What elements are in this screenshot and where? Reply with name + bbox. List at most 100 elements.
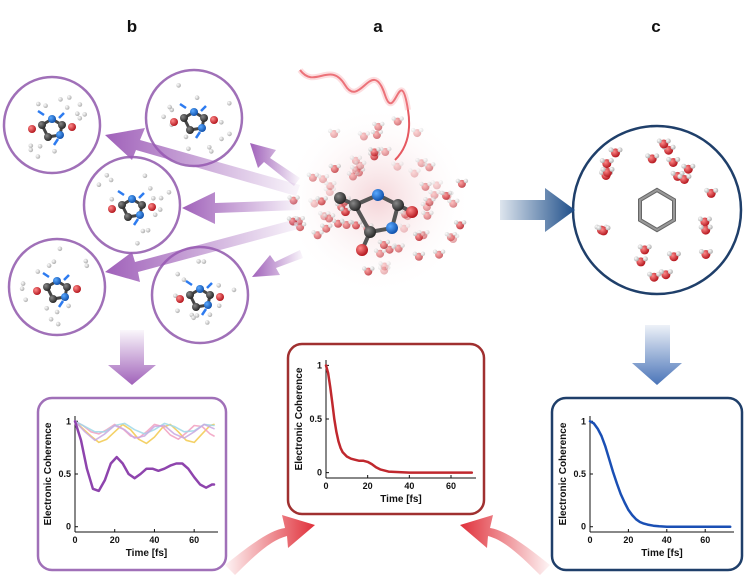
x-tick-label: 20 xyxy=(363,481,373,491)
snapshot-circle-1 xyxy=(2,75,102,175)
water-molecule xyxy=(327,128,341,138)
y-axis-title: Electronic Coherence xyxy=(558,422,569,525)
snapshot-molecule-1 xyxy=(28,95,87,159)
water-molecule xyxy=(323,186,336,196)
x-tick-label: 0 xyxy=(323,481,328,491)
water-molecule xyxy=(322,213,336,223)
x-tick-label: 60 xyxy=(700,535,710,545)
water-molecule xyxy=(320,223,333,233)
arrow-to-snapshot-1 xyxy=(105,128,300,196)
water-molecule xyxy=(698,249,713,259)
water-molecule xyxy=(599,158,614,169)
red-arrow-right xyxy=(460,515,550,575)
water-molecule xyxy=(419,181,432,191)
water-molecule xyxy=(423,197,436,207)
arrow-to-snapshot-4 xyxy=(105,218,302,282)
water-molecule xyxy=(378,265,391,275)
benzene-circle xyxy=(571,124,743,296)
water-molecule xyxy=(666,251,681,262)
water-molecule xyxy=(316,174,330,184)
water-molecule xyxy=(391,161,404,171)
y-tick-label: 1 xyxy=(66,416,71,426)
water-molecule xyxy=(698,224,713,235)
y-tick-label: 0 xyxy=(66,522,71,532)
laser-pulse-wave xyxy=(299,69,411,161)
red-arrow-left xyxy=(225,515,315,575)
water-molecule xyxy=(446,233,460,243)
solvated-molecule-cluster xyxy=(283,67,473,295)
water-molecule xyxy=(370,129,384,139)
water-molecule xyxy=(340,219,353,229)
snapshot-circle-3 xyxy=(82,155,182,255)
water-molecule xyxy=(391,116,404,126)
y-tick-label: 0 xyxy=(317,468,322,478)
arrow-to-snapshot-5 xyxy=(252,250,303,277)
snapshot-molecule-2 xyxy=(161,83,232,154)
snapshot-molecule-5 xyxy=(173,259,237,325)
series-line-5 xyxy=(74,420,215,442)
x-tick-label: 20 xyxy=(110,535,120,545)
water-molecule xyxy=(600,166,615,177)
water-molecule xyxy=(428,189,441,200)
x-tick-label: 20 xyxy=(623,535,633,545)
y-axis-title: Electronic Coherence xyxy=(43,422,54,525)
snapshot-circle-4 xyxy=(7,237,107,337)
water-molecule xyxy=(432,249,446,259)
arrow-down-b xyxy=(108,330,156,385)
snapshot-molecule-4 xyxy=(19,246,90,327)
water-molecule xyxy=(377,239,391,249)
water-molecule xyxy=(315,196,328,206)
water-molecule xyxy=(357,131,371,141)
water-molecule xyxy=(408,168,421,178)
water-molecule xyxy=(637,244,652,255)
water-molecule xyxy=(704,187,719,198)
water-molecule xyxy=(423,162,436,172)
water-molecule xyxy=(430,180,444,190)
water-molecule xyxy=(331,218,345,228)
panel-label-c: c xyxy=(651,17,660,36)
arrow-to-benzene xyxy=(500,188,575,232)
snapshot-molecules xyxy=(19,83,237,327)
water-molecule xyxy=(397,223,411,233)
y-tick-label: 0.5 xyxy=(573,469,586,479)
y-axis-title: Electronic Coherence xyxy=(294,367,305,470)
water-molecule xyxy=(645,153,660,164)
central-molecule xyxy=(334,189,418,256)
y-tick-label: 1 xyxy=(581,416,586,426)
water-molecule xyxy=(411,127,424,138)
water-molecule xyxy=(453,220,467,230)
water-molecule xyxy=(697,216,712,227)
water-molecule xyxy=(328,163,341,173)
plot-frame-b xyxy=(36,396,228,572)
water-molecules xyxy=(286,116,469,276)
arrow-down-c xyxy=(632,325,682,385)
water-molecule xyxy=(681,163,696,174)
water-molecule xyxy=(417,230,430,240)
panel-label-a: a xyxy=(373,17,383,36)
series-line-4 xyxy=(74,420,215,435)
x-axis-title: Time [fs] xyxy=(126,548,168,559)
water-molecule xyxy=(372,121,385,131)
y-tick-label: 0.5 xyxy=(309,414,322,424)
x-axis-title: Time [fs] xyxy=(380,494,422,505)
water-molecule xyxy=(346,171,360,181)
water-molecule xyxy=(368,147,381,157)
series-line-1 xyxy=(324,364,474,474)
x-tick-label: 40 xyxy=(404,481,414,491)
water-molecule xyxy=(373,248,387,258)
water-molecule xyxy=(412,251,426,261)
panel-b-arrows xyxy=(105,128,303,385)
y-tick-label: 0.5 xyxy=(58,469,71,479)
laser-pulse-glow xyxy=(297,67,411,111)
x-tick-label: 60 xyxy=(446,481,456,491)
y-tick-label: 0 xyxy=(581,522,586,532)
series-line-2 xyxy=(74,420,215,445)
water-molecule xyxy=(596,225,611,236)
water-molecule xyxy=(441,190,454,201)
x-tick-label: 0 xyxy=(72,535,77,545)
panel-c-water xyxy=(594,138,719,282)
water-molecule xyxy=(311,230,324,240)
